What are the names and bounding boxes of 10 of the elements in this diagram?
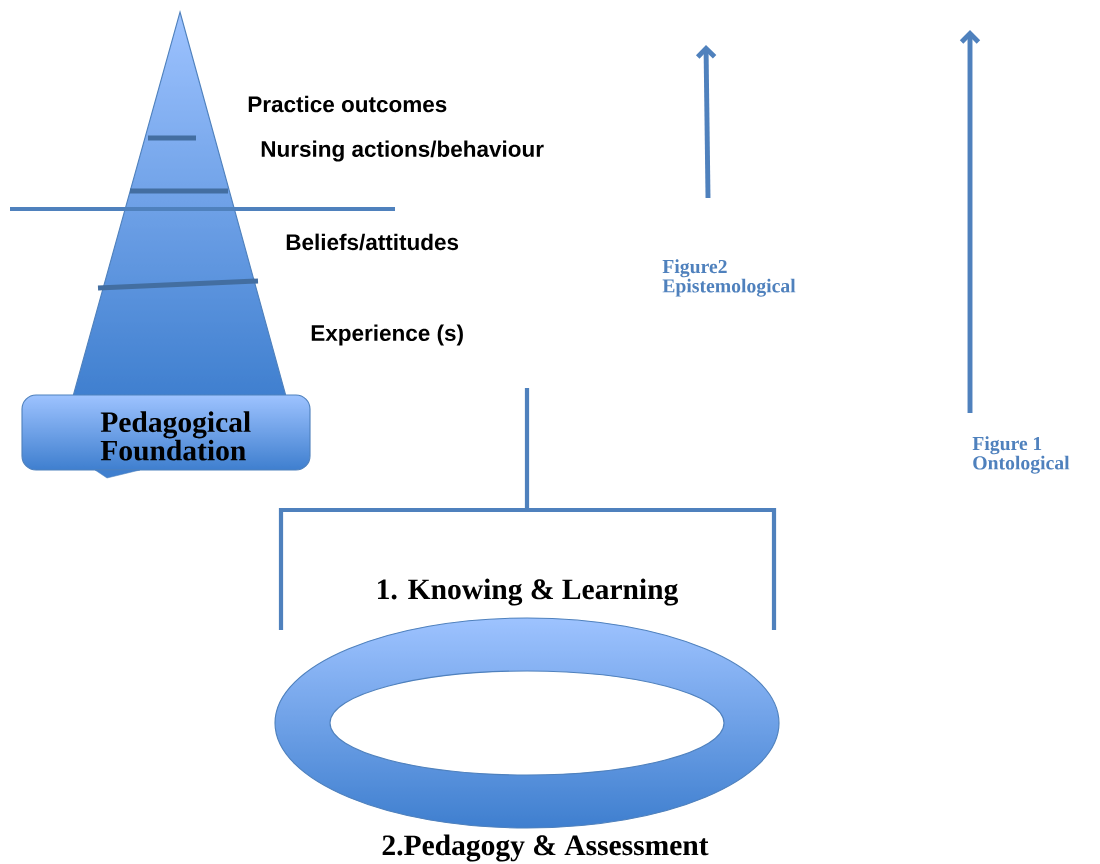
level-label: Practice outcomes	[248, 95, 447, 113]
figure-label: Figure2 Epistemological	[662, 259, 796, 297]
level-label: Beliefs/attitudes	[286, 233, 459, 251]
figure-label: Figure 1 Ontological	[972, 436, 1070, 474]
ring-caption: 1. Knowing & Learning	[378, 578, 678, 606]
label-box: Pedagogical Foundation	[21, 394, 311, 479]
level-label: Nursing actions/behaviour	[261, 140, 544, 162]
ring	[274, 617, 780, 829]
level-label: Experience (s)	[311, 324, 463, 346]
ring-caption: 2.Pedagogy & Assessment	[382, 834, 709, 862]
